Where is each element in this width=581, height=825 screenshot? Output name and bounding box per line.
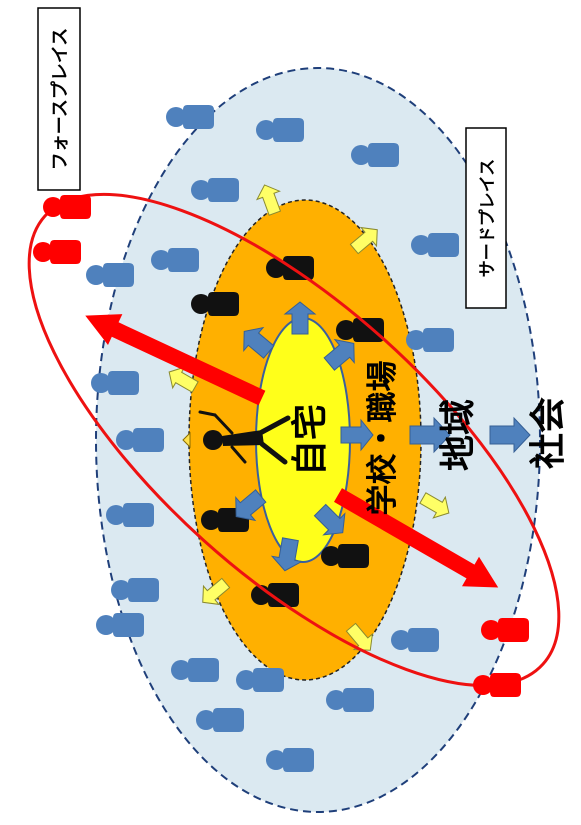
progression-arrows <box>409 416 531 454</box>
arrow-icon <box>419 492 450 519</box>
home-label: 自宅 <box>289 404 331 476</box>
school-work-label: 学校・職場 <box>365 361 401 516</box>
arrow-icon <box>243 326 275 359</box>
person-icon <box>336 318 384 342</box>
school-work-arrows <box>168 184 450 651</box>
person-icon <box>33 240 81 264</box>
person-icon <box>256 118 304 142</box>
society-label: 社会 <box>528 397 569 469</box>
person-icon <box>96 613 144 637</box>
third-place-label-box <box>465 127 507 309</box>
arrow-icon <box>270 537 304 572</box>
person-icon <box>106 503 154 527</box>
arrow-icon <box>85 314 266 406</box>
person-icon <box>236 668 284 692</box>
arrow-icon <box>340 418 374 452</box>
person-icon <box>406 328 454 352</box>
arrow-icon <box>202 577 231 606</box>
dancing-person-icon <box>182 410 291 465</box>
arrow-icon <box>168 366 199 393</box>
arrow-icon <box>334 488 499 588</box>
person-icon <box>481 618 529 642</box>
arrow-icon <box>409 416 451 454</box>
person-icon <box>321 544 369 568</box>
arrow-icon <box>313 503 346 536</box>
person-icon <box>326 688 374 712</box>
arrow-icon <box>255 184 282 216</box>
person-icon <box>166 105 214 129</box>
fourth-place-label: フォースプレイス <box>49 28 71 171</box>
person-icon <box>266 748 314 772</box>
person-icon <box>473 673 521 697</box>
person-icon <box>111 578 159 602</box>
person-icon <box>86 263 134 287</box>
person-icon <box>411 233 459 257</box>
fourth-place-arrows <box>85 314 499 588</box>
community-label: 地域 <box>438 399 479 471</box>
fourth-place-label-box <box>37 7 81 191</box>
person-icon <box>191 178 239 202</box>
third-place-label: サードプレイス <box>477 159 498 278</box>
arrow-icon <box>349 226 378 255</box>
person-icon <box>191 292 239 316</box>
arrow-icon <box>235 489 267 522</box>
arrow-icon <box>283 301 317 335</box>
home-arrows <box>235 301 374 572</box>
person-icon <box>391 628 439 652</box>
arrow-icon <box>489 416 531 454</box>
person-icon <box>151 248 199 272</box>
fourth-place-ellipse <box>27 192 561 688</box>
person-icon <box>91 371 139 395</box>
person-icon <box>116 428 164 452</box>
arrow-icon <box>323 338 355 371</box>
person-icon <box>196 708 244 732</box>
person-icon <box>171 658 219 682</box>
person-icon <box>43 195 91 219</box>
person-icon <box>351 143 399 167</box>
